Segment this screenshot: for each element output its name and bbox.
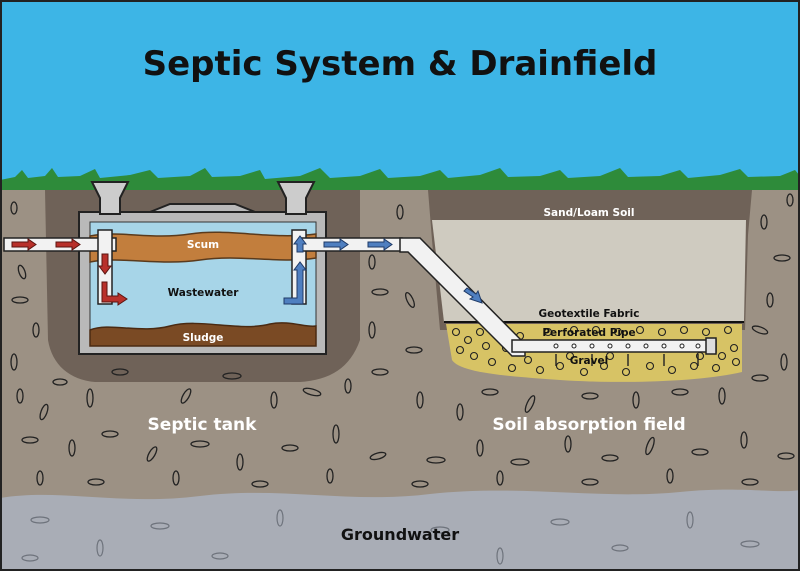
seepage-marks xyxy=(555,354,699,366)
label-groundwater: Groundwater xyxy=(341,525,459,544)
tank-lid xyxy=(149,203,256,213)
label-geotextile-fabric: Geotextile Fabric xyxy=(538,308,639,320)
perforated-pipe xyxy=(511,339,717,353)
outlet-riser xyxy=(276,181,316,215)
label-soil-absorption-field: Soil absorption field xyxy=(492,415,685,435)
label-gravel: Gravel xyxy=(570,355,608,367)
outflow-arrow-1 xyxy=(323,238,349,251)
gravel-stones xyxy=(451,325,741,377)
grass xyxy=(0,168,800,190)
outflow-arrow-turn xyxy=(283,261,307,305)
outflow-arrows xyxy=(283,235,483,305)
pipe-perforations xyxy=(553,343,701,349)
inflow-arrow-turn xyxy=(101,281,128,306)
groundwater-region xyxy=(0,489,800,571)
perforated-pipe-cap xyxy=(705,337,717,355)
label-sludge: Sludge xyxy=(183,332,224,344)
inflow-arrow-1 xyxy=(11,238,37,251)
sand-loam-region xyxy=(432,220,746,322)
inflow-arrow-2 xyxy=(55,238,81,251)
soil-pebbles xyxy=(10,193,795,488)
inlet-riser xyxy=(90,181,130,215)
sludge-layer xyxy=(89,322,317,347)
label-wastewater: Wastewater xyxy=(168,287,240,299)
inflow-arrow-down xyxy=(98,253,112,275)
inflow-arrows xyxy=(11,238,128,306)
outflow-arrow-slope xyxy=(463,287,483,304)
label-sand-loam-soil: Sand/Loam Soil xyxy=(543,207,634,219)
outflow-arrow-2 xyxy=(367,238,393,251)
outflow-arrow-up xyxy=(293,235,307,253)
label-perforated-pipe: Perforated Pipe xyxy=(542,327,635,339)
page-title: Septic System & Drainfield xyxy=(143,44,658,84)
groundwater-pebbles xyxy=(21,509,760,565)
sky xyxy=(0,0,800,188)
sloped-pipe xyxy=(399,237,526,357)
label-septic-tank: Septic tank xyxy=(148,415,258,435)
label-scum: Scum xyxy=(187,239,219,251)
